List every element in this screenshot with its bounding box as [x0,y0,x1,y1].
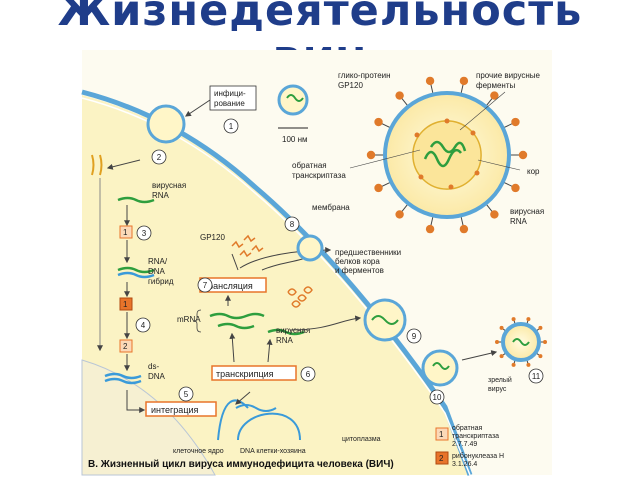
viral-rna-right-label-2: RNA [510,217,528,226]
enzyme-marker-rt-2 [119,339,133,353]
small-virion [277,84,309,116]
integration-label: интеграция [151,405,198,415]
svg-text:7: 7 [203,281,208,290]
mature-label-2: вирус [488,386,507,393]
nucleus-label: клеточное ядро [173,448,224,455]
rt-label-2: транскриптаза [292,171,346,180]
legend-2-line-1: рибонуклеаза Н [452,452,504,460]
step-3-marker: 3 [136,225,152,241]
transcription-label: транскрипция [216,369,274,379]
page-title-line1: Жизнедеятельность [57,0,583,36]
legend-marker-1 [435,427,449,441]
hybrid-label-2: DNA [148,267,166,276]
mrna-strand-2 [217,322,255,330]
legend-2-line-2: 3.1.26.4 [452,461,477,468]
svg-text:11: 11 [532,372,541,381]
infection-label-1: инфици- [214,89,246,98]
step-numbers: 1 2 3 4 5 6 7 8 9 10 11 [135,118,544,405]
ds-dna-label-2: DNA [148,372,166,381]
rt-label-1: обратная [292,161,327,170]
budding-site-8 [296,234,324,262]
step-6-marker: 6 [300,366,316,382]
legend-1-line-1: обратная [452,424,482,432]
hybrid-label-3: гибрид [148,277,174,286]
ds-dna-label-1: ds- [148,362,159,371]
legend-1-line-3: 2.7.7.49 [452,441,477,448]
other-enzymes-label-2: ферменты [476,81,516,90]
gp120-label-1: глико-протеин [338,71,391,80]
step-2-marker: 2 [151,149,167,165]
entering-virion [146,104,186,144]
svg-text:2: 2 [157,153,162,162]
svg-text:1: 1 [439,430,444,439]
enzyme-marker-rt-1 [119,225,133,239]
legend-1-line-2: транскриптаза [452,433,499,440]
step-10-marker: 10 [429,389,445,405]
svg-text:1: 1 [229,122,234,131]
step-5-marker: 5 [178,386,194,402]
other-enzymes-label-1: прочие вирусные [476,71,541,80]
viral-rna-mid-strand [267,328,305,336]
integration-box [145,401,217,417]
svg-text:5: 5 [184,390,189,399]
ds-dna-strand-2 [104,377,142,385]
hybrid-rna-strand [117,266,155,274]
mature-virion [495,317,547,367]
cell-membrane [81,89,473,476]
mature-label-1: зрелый [488,376,512,384]
legend-marker-2 [435,451,449,465]
hybrid-label-1: RNA/ [148,257,168,266]
viral-rna-label-1: вирусная [152,181,186,190]
translation-label: трансляция [204,281,253,291]
viral-rna-right-label-1: вирусная [510,207,544,216]
step-9-marker: 9 [406,328,422,344]
svg-text:6: 6 [306,370,311,379]
cytoplasm-label: цитоплазма [342,436,381,443]
large-virion [366,76,528,234]
svg-text:1: 1 [123,300,128,309]
viral-rna-label-2: RNA [152,191,170,200]
precursors-label-2: белков кора [335,257,380,266]
host-dna-label: DNA клетки-хозяина [240,448,306,455]
svg-text:3: 3 [142,229,147,238]
svg-text:10: 10 [433,393,442,402]
hybrid-dna-strand [117,271,155,279]
gp120-mid-label: GP120 [200,233,225,242]
precursors-label-1: предшественники [335,248,401,257]
step-1-marker: 1 [223,118,239,134]
svg-text:2: 2 [123,342,128,351]
cell-nucleus [81,359,216,476]
scale-label: 100 нм [282,135,308,144]
core-label: кор [527,167,540,176]
figure-caption: В. Жизненный цикл вируса иммунодефицита … [88,459,394,470]
ds-dna-strand-1 [104,372,142,380]
svg-text:4: 4 [141,321,146,330]
viral-rna-strand [117,196,155,204]
step-11-marker: 11 [528,368,544,384]
mrna-label: mRNA [177,315,201,324]
step-4-marker: 4 [135,317,151,333]
enzyme-marker-rnase [119,297,133,311]
infection-box [209,85,257,111]
step-7-marker: 7 [197,277,213,293]
svg-text:1: 1 [123,228,128,237]
precursor-proteins [287,286,313,308]
mrna-strand-1 [209,312,265,320]
precursors-label-3: и ферментов [335,266,384,275]
uncoated-core [91,154,103,176]
budding-virion-10 [421,349,459,387]
viral-rna-mid-label-2: RNA [276,336,294,345]
infection-label-2: рование [214,99,245,108]
svg-text:9: 9 [412,332,417,341]
svg-text:2: 2 [439,454,444,463]
step-8-marker: 8 [284,216,300,232]
transcription-box [211,365,297,381]
svg-text:8: 8 [290,220,295,229]
gp120-label-2: GP120 [338,81,363,90]
viral-rna-mid-label-1: вирусная [276,326,310,335]
gp120-proteins [231,234,264,258]
membrane-label: мембрана [312,203,350,212]
cell-cytoplasm [82,95,470,475]
